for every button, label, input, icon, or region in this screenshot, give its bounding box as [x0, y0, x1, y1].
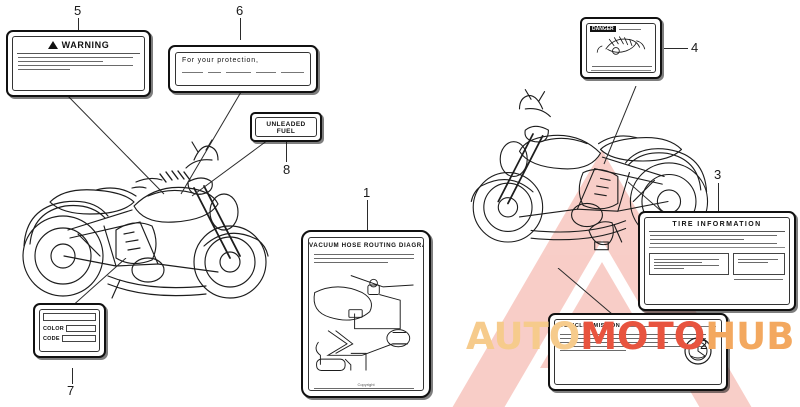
unleaded-fuel-inner: UNLEADED FUEL RECOMMENDED [255, 117, 317, 137]
leader-line-6 [240, 18, 241, 40]
leader-line-2-to-bike [557, 268, 613, 315]
warning-label-inner: WARNING [12, 36, 145, 91]
leader-line-5 [78, 18, 79, 32]
hand-caution-icon [596, 36, 646, 55]
tire-information-title: TIRE INFORMATION [672, 221, 762, 228]
warning-label-title: WARNING [61, 40, 110, 50]
unleaded-fuel-line2: RECOMMENDED [256, 135, 316, 136]
leader-line-8-to-bike [191, 140, 269, 197]
tire-info-right-block [732, 253, 785, 275]
code-field-input[interactable] [61, 335, 96, 342]
vacuum-hose-schematic [313, 275, 414, 371]
color-code-inner: COLOR CODE [39, 309, 100, 352]
color-code-top-field [43, 313, 96, 321]
vehicle-emission-label[interactable]: VEHICLE EMISSION [548, 313, 728, 391]
color-field-input[interactable] [65, 325, 96, 332]
callout-3: 3 [714, 167, 722, 182]
leader-line-8 [286, 142, 287, 162]
vehicle-emission-inner: VEHICLE EMISSION [554, 319, 722, 385]
leader-line-6-to-bike [180, 92, 242, 195]
callout-2: 2 [700, 337, 708, 352]
motorcycle-left-illustration [22, 139, 269, 299]
for-your-protection-inner: For your protection, [175, 52, 311, 86]
leader-line-7-to-bike [70, 258, 127, 309]
callout-5: 5 [74, 3, 82, 18]
leader-line-4-to-bike [603, 86, 637, 165]
vacuum-hose-routing-diagram-label[interactable]: VACUUM HOSE ROUTING DIAGRAM [301, 230, 431, 398]
for-your-protection-label[interactable]: For your protection, [168, 45, 318, 93]
tire-info-left-block [649, 253, 729, 275]
callout-6: 6 [236, 3, 244, 18]
vacuum-diagram-footer: Copyright [357, 382, 375, 387]
vacuum-diagram-inner: VACUUM HOSE ROUTING DIAGRAM [308, 237, 424, 391]
color-code-label[interactable]: COLOR CODE [33, 303, 106, 358]
drive-caution-title: DANGER [590, 26, 616, 32]
drive-caution-inner: DANGER [586, 23, 656, 73]
tire-information-inner: TIRE INFORMATION [644, 217, 790, 305]
vehicle-emission-title: VEHICLE EMISSION [560, 323, 621, 329]
callout-7: 7 [67, 383, 75, 398]
leader-line-4 [664, 48, 688, 49]
leader-line-5-to-bike [63, 92, 165, 195]
warning-label[interactable]: WARNING [6, 30, 151, 97]
warning-triangle-icon [47, 41, 58, 49]
color-field-label: COLOR [43, 325, 64, 332]
vacuum-diagram-title: VACUUM HOSE ROUTING DIAGRAM [309, 242, 424, 249]
callout-1: 1 [363, 185, 371, 200]
tire-information-label[interactable]: TIRE INFORMATION [638, 211, 796, 311]
unleaded-fuel-label[interactable]: UNLEADED FUEL RECOMMENDED [250, 112, 322, 142]
for-your-protection-text: For your protection, [182, 57, 259, 64]
motorcycle-right-illustration [470, 89, 709, 251]
code-field-label: CODE [43, 335, 60, 342]
leader-line-7 [72, 368, 73, 384]
leader-line-3 [718, 183, 719, 211]
callout-8: 8 [283, 162, 291, 177]
callout-4: 4 [691, 40, 699, 55]
emission-seal-icon [684, 337, 712, 365]
leader-line-1 [367, 200, 368, 230]
unleaded-fuel-line1: UNLEADED FUEL [266, 121, 306, 135]
drive-caution-label[interactable]: DANGER [580, 17, 662, 79]
